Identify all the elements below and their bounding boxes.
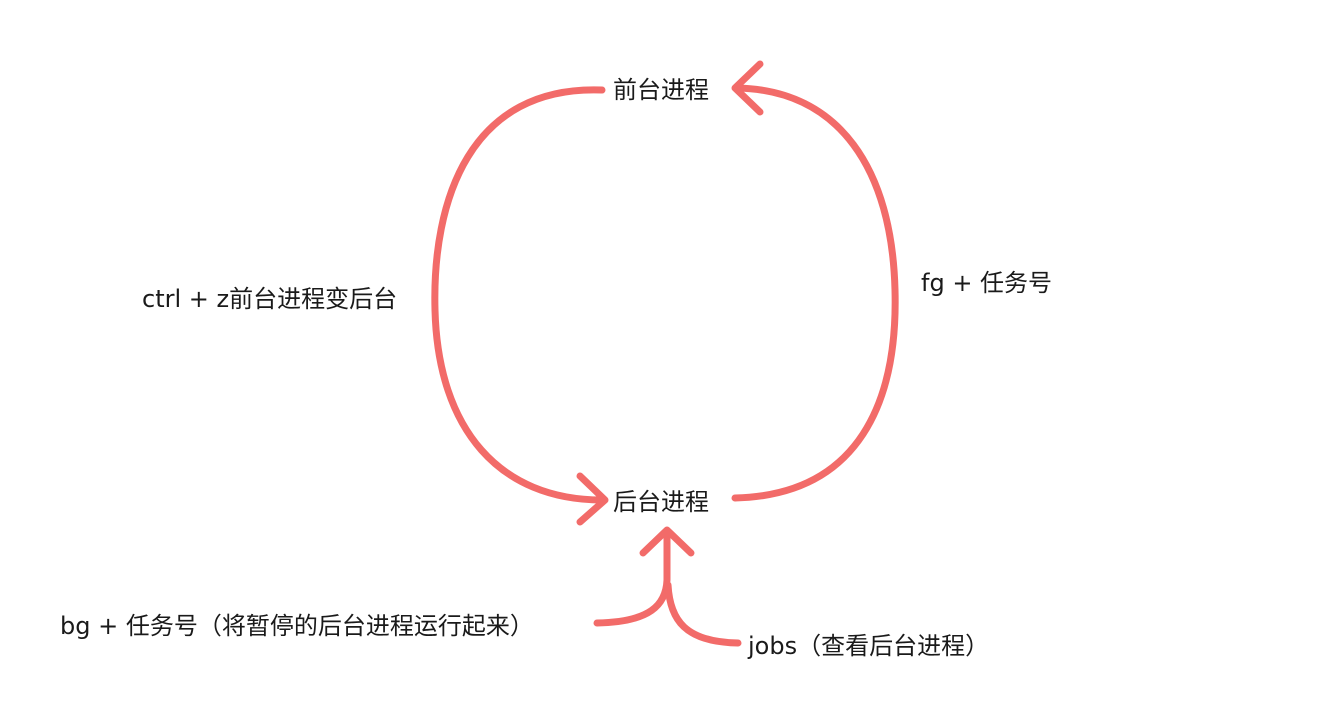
jobs-edge-label: jobs（查看后台进程）	[747, 632, 989, 660]
arrow-bg-jobs-head	[639, 526, 695, 557]
ctrl-z-edge-label: ctrl + z前台进程变后台	[142, 285, 397, 313]
arrow-ctrl-z	[431, 86, 609, 526]
arrow-jobs-line	[664, 581, 742, 647]
arrow-fg-head	[731, 60, 764, 116]
arrow-bg-line	[593, 531, 671, 627]
bg-edge-label: bg + 任务号（将暂停的后台进程运行起来）	[60, 612, 534, 640]
arrow-fg-line	[731, 84, 899, 502]
fg-edge-label: fg + 任务号	[921, 269, 1052, 297]
background-node-label: 后台进程	[613, 488, 709, 516]
arrow-ctrl-z-line	[431, 86, 606, 504]
arrow-bg-jobs	[593, 526, 742, 647]
arrow-ctrl-z-head	[576, 472, 609, 526]
foreground-node-label: 前台进程	[613, 76, 709, 104]
arrow-fg	[731, 60, 899, 502]
